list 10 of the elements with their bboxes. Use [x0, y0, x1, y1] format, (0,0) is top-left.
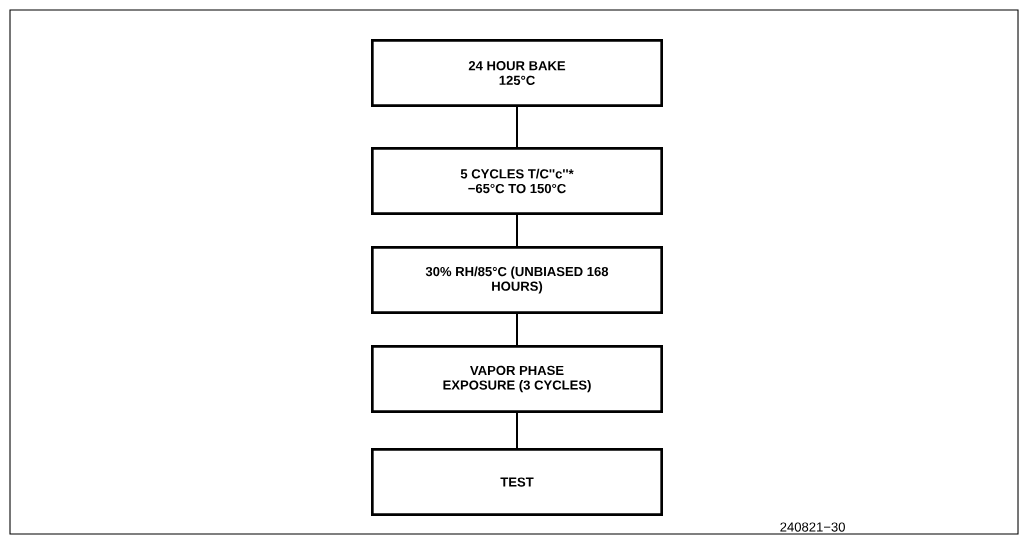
connector-line [516, 313, 518, 346]
process-box: TEST [371, 448, 663, 516]
figure-number: 240821−30 [780, 522, 845, 532]
process-box: 5 CYCLES T/C''c''* −65°C TO 150°C [371, 147, 663, 215]
process-box: VAPOR PHASE EXPOSURE (3 CYCLES) [371, 345, 663, 413]
connector-line [516, 412, 518, 449]
process-box: 24 HOUR BAKE 125°C [371, 39, 663, 107]
process-box: 30% RH/85°C (UNBIASED 168 HOURS) [371, 246, 663, 314]
connector-line [516, 214, 518, 247]
connector-line [516, 106, 518, 148]
